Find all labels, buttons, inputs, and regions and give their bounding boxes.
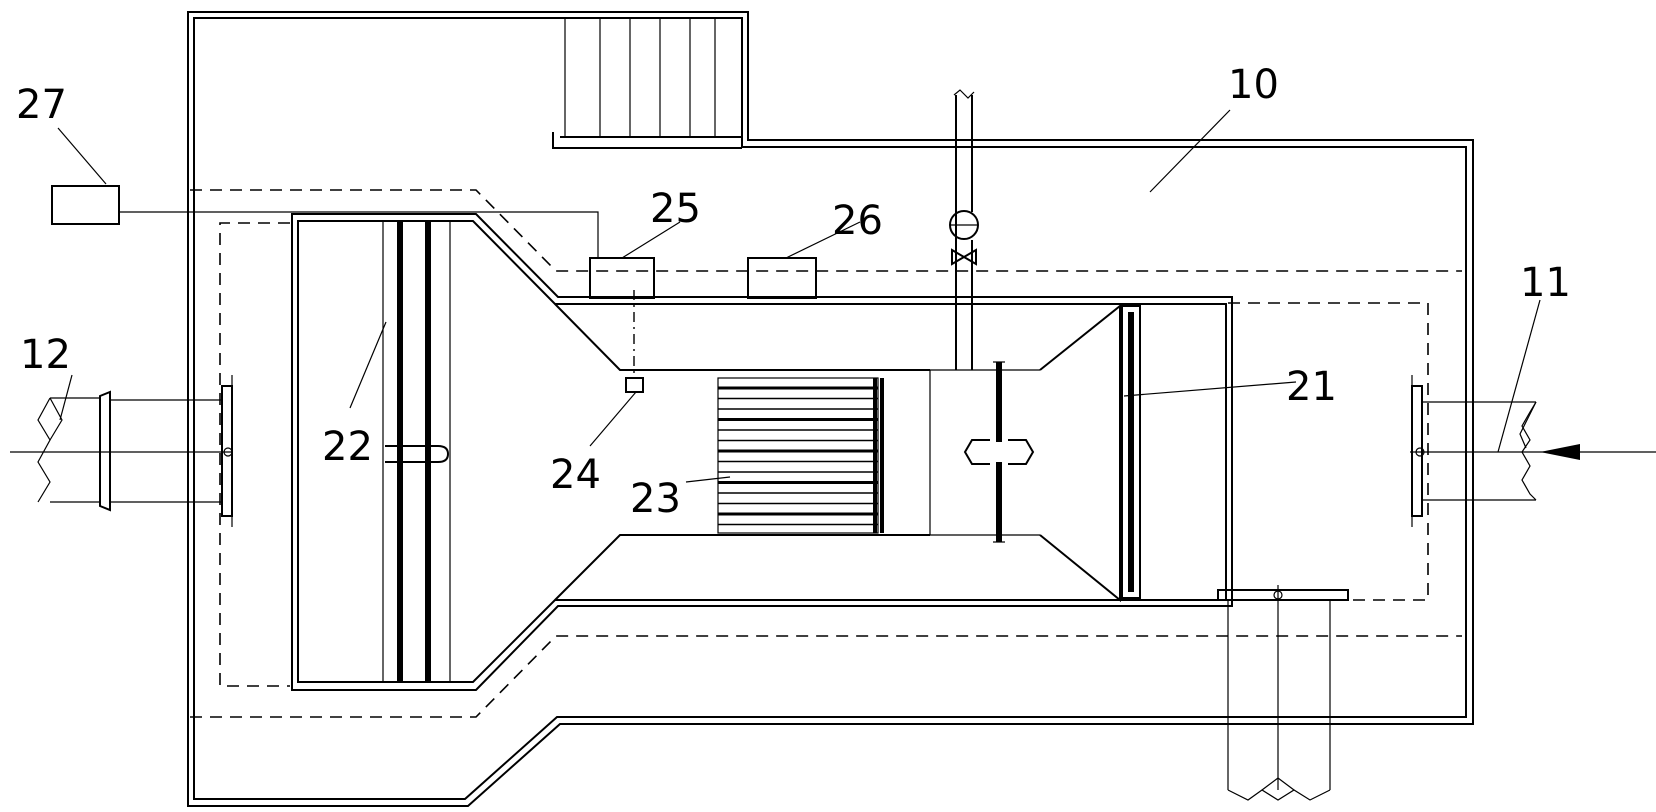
- rear-filter: [382, 221, 451, 682]
- front-filter: [1121, 305, 1141, 599]
- label-sensor: 24: [550, 452, 601, 498]
- heat-exchanger: [717, 370, 931, 535]
- label-controller: 27: [16, 82, 67, 128]
- label-rear-filter: 22: [322, 424, 373, 470]
- label-housing: 10: [1228, 62, 1279, 108]
- fan-assembly: [930, 303, 1121, 603]
- controller-box: [51, 185, 599, 258]
- outer-dashed-envelope: [190, 189, 1462, 718]
- inlet-pipe: [1410, 375, 1656, 527]
- module-box-a: [589, 257, 655, 299]
- top-grille: [552, 17, 743, 149]
- module-box-b: [747, 257, 817, 299]
- label-outlet-pipe: 12: [20, 332, 71, 378]
- sensor-box: [625, 290, 644, 393]
- label-module-a: 25: [650, 186, 701, 232]
- label-inlet-pipe: 11: [1520, 260, 1571, 306]
- part-labels: 27 12 10 11 22 21 24 23 25 26: [16, 62, 1571, 522]
- top-pipe-valve: [949, 89, 979, 370]
- label-module-b: 26: [832, 198, 883, 244]
- label-heat-exchanger: 23: [630, 476, 681, 522]
- leader-lines: [57, 109, 1541, 483]
- bottom-drain-pipe: [1217, 585, 1349, 801]
- label-front-filter: 21: [1286, 364, 1337, 410]
- outlet-pipe: [10, 375, 233, 527]
